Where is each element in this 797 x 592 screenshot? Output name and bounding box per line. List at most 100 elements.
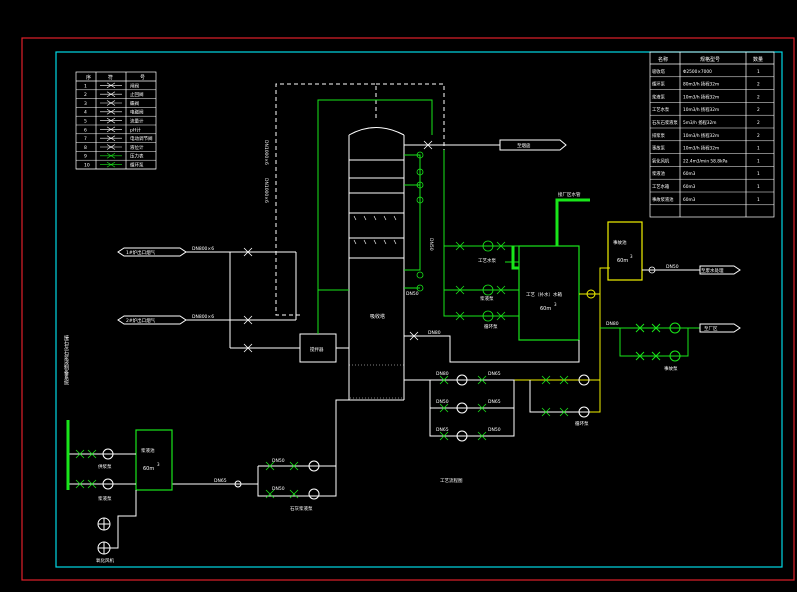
legend-row-number: 7 xyxy=(84,136,87,142)
pipe-e-label: DN80 xyxy=(606,321,619,327)
absorber-tower xyxy=(348,127,405,401)
circ-pump-label: 循环泵 xyxy=(575,420,589,427)
equipment-cell: 60m3 xyxy=(683,171,696,177)
drain-valve xyxy=(409,331,419,341)
level-gauge-icon xyxy=(100,144,122,150)
equipment-cell: 浆液池 xyxy=(652,170,666,177)
equipment-cell: 10m3/h 扬程32m xyxy=(683,132,719,139)
bypass-duct xyxy=(275,83,377,316)
spray-nozzles xyxy=(353,215,397,245)
process-tank xyxy=(518,245,580,341)
legend-row-label: 闸阀 xyxy=(130,82,139,89)
lime-tank-volume: 60m xyxy=(143,466,154,472)
lime-tank-label: 浆液池 xyxy=(141,447,155,454)
oxy-fan-label: 氧化风机 xyxy=(96,557,114,564)
legend-row-label: pH计 xyxy=(130,126,141,133)
pump-icon xyxy=(100,161,122,168)
pipe-m-label: DN50 xyxy=(272,458,285,464)
legend-header-0: 序 xyxy=(86,74,91,81)
flue-inlets xyxy=(117,247,300,349)
plant-arrow xyxy=(699,323,741,333)
duct-2-label: DN800×6 xyxy=(192,314,214,320)
accident-outlet-pump xyxy=(648,266,656,274)
equipment-cell: 5m3/h 扬程32m xyxy=(683,119,716,126)
equipment-cell: 吸收塔 xyxy=(652,68,666,75)
chimney-arrow xyxy=(499,139,567,151)
legend-row-label: 蝶阀 xyxy=(130,100,139,107)
lime-feed-lines xyxy=(68,448,137,549)
equipment-cell: 1 xyxy=(757,171,760,177)
equip-header-0: 名称 xyxy=(658,56,668,63)
pipe-g-label: DN65 xyxy=(488,371,501,377)
legend-row-number: 6 xyxy=(84,127,87,133)
check-valve-icon xyxy=(100,91,122,97)
equipment-cell: 石灰石浆液泵 xyxy=(652,119,678,126)
solenoid-valve-icon xyxy=(100,109,122,115)
equipment-cell: 1 xyxy=(757,197,760,203)
lime-feed-valves xyxy=(75,449,97,489)
butterfly-valve-icon xyxy=(100,100,122,106)
pipe-c-label: DN80 xyxy=(428,330,441,336)
equip-header-2: 数量 xyxy=(753,56,763,63)
water-thick xyxy=(511,246,519,270)
legend-row-label: 流量计 xyxy=(130,118,144,125)
equipment-cell: 工艺水泵 xyxy=(652,106,670,113)
drawing-border xyxy=(55,51,783,568)
legend-row-label: 压力表 xyxy=(130,153,144,160)
tank-drain-line xyxy=(404,335,580,363)
equipment-cell: 60m3 xyxy=(683,197,696,203)
bypass-label: DN1000×6 xyxy=(263,178,269,203)
equipment-cell: 排浆泵 xyxy=(652,132,666,139)
equipment-cell: 22.4m3/min 58.8kPa xyxy=(683,158,728,164)
legend-row-number: 10 xyxy=(84,163,90,169)
legend-row-label: 循环泵 xyxy=(130,162,144,169)
accident-tank xyxy=(607,221,643,281)
slurry-valves xyxy=(265,461,299,499)
accident-tank-label: 事故池 xyxy=(613,239,627,246)
pipe-h-label: DN50 xyxy=(436,399,449,405)
control-valve-icon xyxy=(100,135,122,141)
equipment-cell: 2 xyxy=(757,94,760,100)
pipe-i-label: DN65 xyxy=(488,399,501,405)
flowmeter-icon xyxy=(100,117,122,124)
legend-row-number: 2 xyxy=(84,92,87,98)
legend-row-label: 电磁阀 xyxy=(130,109,144,116)
legend-header-2: 号 xyxy=(140,75,145,81)
legend-row-label: 液位计 xyxy=(130,144,144,151)
plant-pump-lines xyxy=(600,322,700,362)
drawing-frame xyxy=(21,37,795,581)
chimney-label: 至烟囱 xyxy=(517,142,531,149)
bypass-duct-2 xyxy=(376,83,445,150)
pipe-a-label: DN50 xyxy=(428,238,434,251)
accident-tank-volume: 60m xyxy=(617,258,628,264)
pipe-k-label: DN50 xyxy=(488,427,501,433)
equipment-cell: 1 xyxy=(757,184,760,190)
equipment-cell: 1 xyxy=(757,146,760,152)
equipment-cell: 10m3/h 扬程32m xyxy=(683,145,719,152)
oxidation-fans xyxy=(97,517,111,555)
slurry-supply-lines xyxy=(172,399,349,500)
legend-row-number: 8 xyxy=(84,145,87,151)
flue-inlet-1: 1#炉出口烟气 xyxy=(126,249,156,256)
pipe-b-label: DN50 xyxy=(406,291,419,297)
duct-vertical-label: DN1000×6 xyxy=(263,140,269,165)
equipment-cell: 1 xyxy=(757,69,760,75)
flue-inlet-2: 2#炉出口烟气 xyxy=(126,317,156,324)
pipe-l-label: DN65 xyxy=(214,478,227,484)
pipe-n-label: DN50 xyxy=(272,486,285,492)
drain-valves xyxy=(439,375,569,441)
process-water-label: 接厂区水管 xyxy=(558,191,581,198)
pressure-gauge-icon xyxy=(100,153,122,159)
equipment-cell: 浆液泵 xyxy=(652,93,666,100)
mixer-label: 搅拌器 xyxy=(310,346,324,353)
equip-header-1: 规格型号 xyxy=(700,56,720,63)
outlet-valve xyxy=(423,140,433,150)
damper-valves xyxy=(243,247,253,353)
lime-tank-sup: 3 xyxy=(157,462,160,467)
equipment-cell: 1 xyxy=(757,158,760,164)
equipment-cell: 80m3/h 扬程32m xyxy=(683,81,719,88)
equipment-cell: 2 xyxy=(757,133,760,139)
